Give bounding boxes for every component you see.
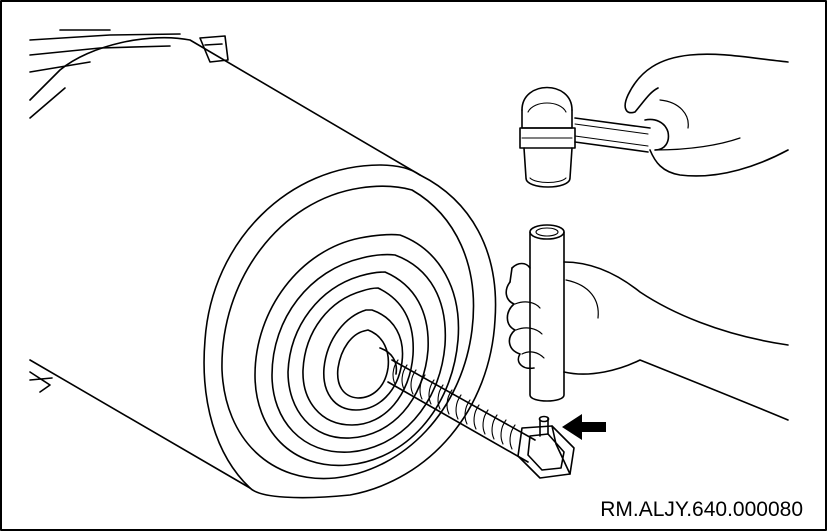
drum-body bbox=[29, 29, 421, 489]
hammer-icon bbox=[519, 86, 651, 188]
threaded-shaft bbox=[387, 359, 575, 479]
reference-code: RM.ALJY.640.000080 bbox=[600, 498, 803, 521]
drift-punch-icon bbox=[529, 224, 565, 402]
hand-icon bbox=[505, 261, 789, 421]
arrow-icon bbox=[562, 414, 606, 440]
hand-icon bbox=[624, 53, 789, 177]
wheel-face bbox=[203, 164, 497, 499]
